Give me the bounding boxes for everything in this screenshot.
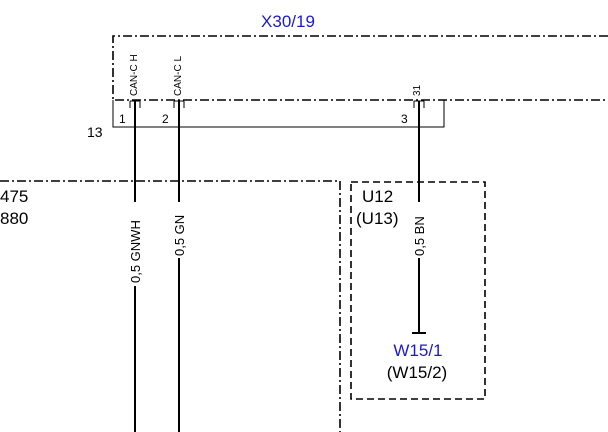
module-name[interactable]: U12 bbox=[362, 187, 393, 206]
left-block-outline bbox=[0, 180, 341, 432]
pin-number-3: 3 bbox=[401, 112, 408, 126]
connector-pin-count: 13 bbox=[87, 124, 103, 140]
connector-label[interactable]: X30/19 bbox=[261, 12, 315, 31]
module-alt-name: (U13) bbox=[356, 209, 399, 228]
pin-signal-can-h: CAN-C H bbox=[129, 54, 140, 96]
wire-label-bg-gnwh bbox=[127, 202, 143, 286]
pin-number-1: 1 bbox=[119, 112, 126, 126]
ground-point-alt-label: (W15/2) bbox=[387, 363, 447, 382]
connector-pin-block bbox=[112, 100, 445, 128]
pin-number-2: 2 bbox=[162, 112, 169, 126]
wire-label-bg-gn bbox=[171, 202, 187, 258]
pin-signal-31: 31 bbox=[412, 84, 423, 96]
left-block-label-2: 880 bbox=[0, 209, 28, 228]
wire-label-bg-bn bbox=[411, 202, 427, 258]
pin-signal-can-l: CAN-C L bbox=[173, 56, 184, 96]
left-block-label-1: 475 bbox=[0, 187, 28, 206]
wire-label-gnwh: 0,5 GNWH bbox=[128, 220, 143, 283]
ground-point-label[interactable]: W15/1 bbox=[393, 341, 442, 360]
module-u12-outline bbox=[350, 181, 486, 400]
wire-label-gn: 0,5 GN bbox=[172, 215, 187, 256]
wire-label-bn: 0,5 BN bbox=[412, 216, 427, 256]
connector-housing-outline bbox=[112, 35, 608, 101]
